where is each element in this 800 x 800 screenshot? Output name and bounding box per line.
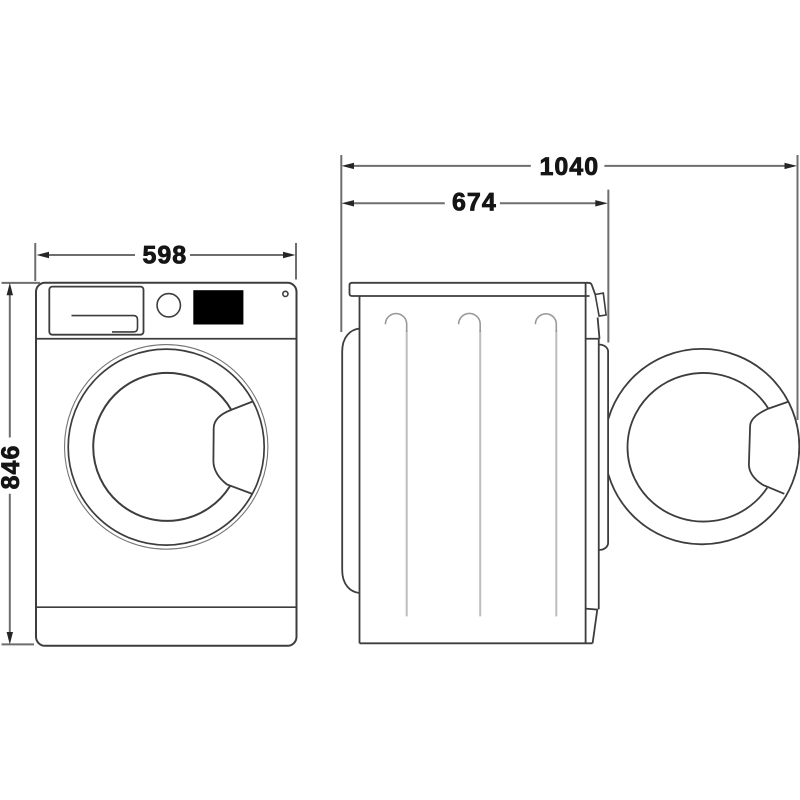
svg-text:846: 846 [0, 445, 25, 490]
svg-text:598: 598 [142, 242, 187, 270]
svg-text:1040: 1040 [539, 153, 599, 181]
svg-text:674: 674 [452, 189, 497, 217]
